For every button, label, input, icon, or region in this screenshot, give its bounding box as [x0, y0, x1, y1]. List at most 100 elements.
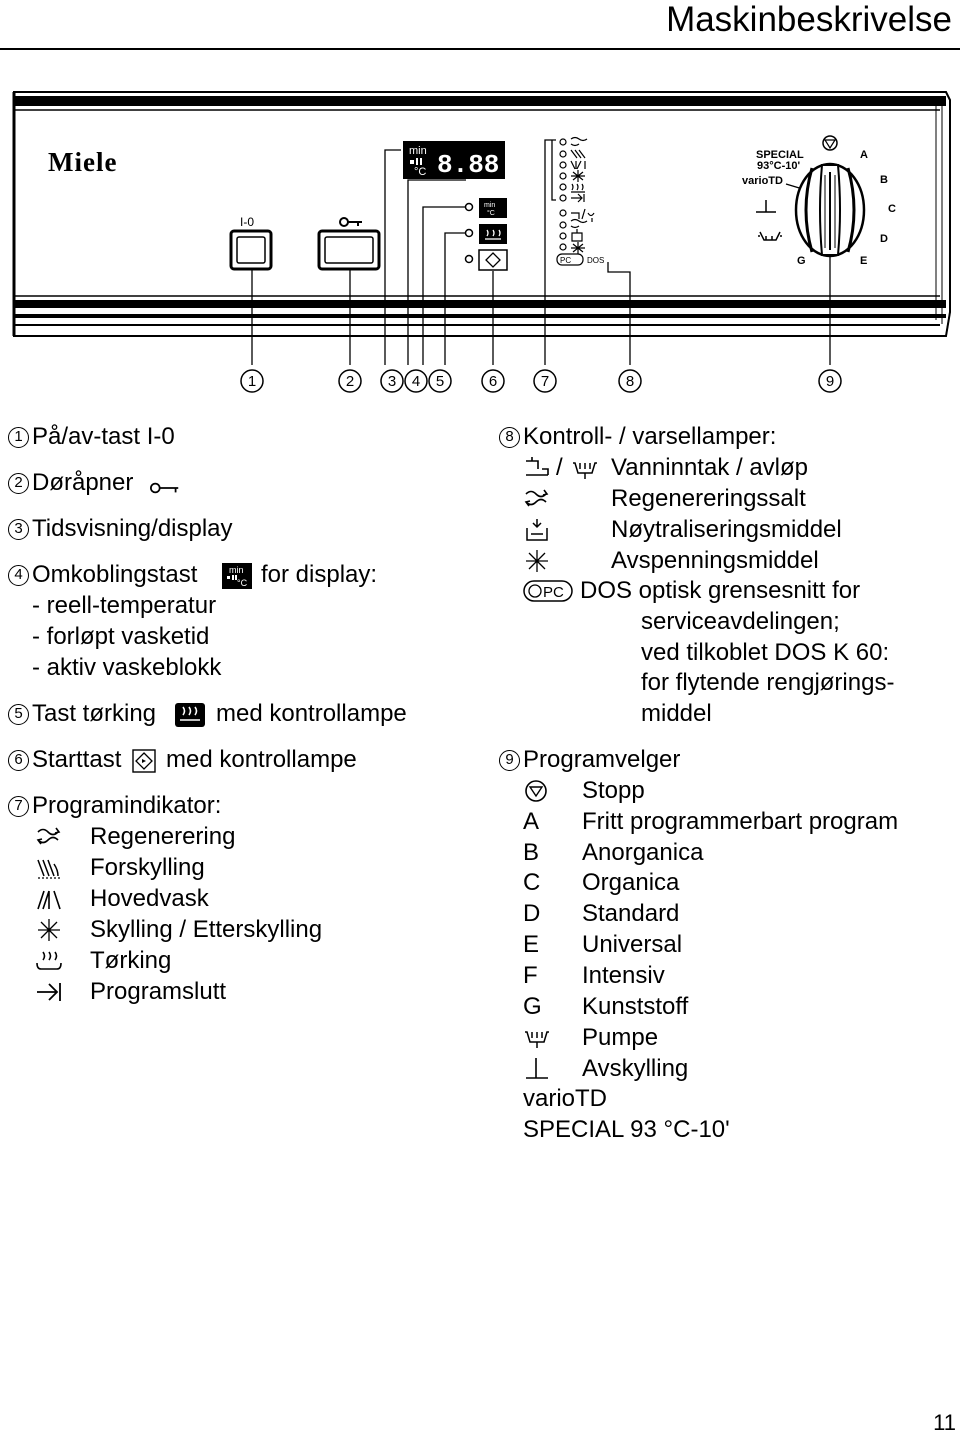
lamp-rinse-aid: Avspenningsmiddel: [611, 547, 819, 574]
svg-text:SPECIAL: SPECIAL: [756, 149, 804, 161]
key-icon: [150, 482, 179, 494]
svg-text:°C: °C: [414, 166, 426, 178]
item-drying-after: med kontrollampe: [216, 700, 407, 727]
lamp-neutralizer: Nøytraliseringsmiddel: [611, 516, 842, 543]
program-avskylling: Avskylling: [582, 1055, 689, 1082]
item-toggle: Omkoblingstast: [32, 561, 198, 588]
svg-text:PC: PC: [560, 256, 571, 265]
rinse-aid-icon: [526, 550, 548, 572]
program-pumpe: Pumpe: [582, 1024, 659, 1051]
program-a: Fritt programmerbart program: [582, 808, 899, 835]
program-key-c: C: [523, 869, 541, 896]
svg-text:°C: °C: [487, 209, 495, 217]
program-b: Anorganica: [582, 839, 704, 866]
header-rule: [0, 48, 960, 50]
display-toggle-button: [479, 198, 507, 218]
svg-text:C: C: [888, 203, 896, 215]
indicator-skylling: Skylling / Etterskylling: [90, 916, 323, 943]
variotd-label: varioTD: [523, 1085, 608, 1112]
miele-logo: Miele: [48, 147, 117, 177]
program-d: Standard: [582, 900, 680, 927]
prewash-icon: [37, 859, 60, 879]
svg-text:93°C-10': 93°C-10': [757, 160, 800, 172]
svg-text:min: min: [229, 565, 244, 575]
num-3: 3: [8, 519, 29, 540]
program-key-f: F: [523, 962, 538, 989]
svg-text:DOS: DOS: [587, 256, 604, 265]
item-program-indicator: Programindikator:: [32, 792, 222, 819]
slash-separator: /: [556, 454, 563, 481]
special-label: SPECIAL 93 °C-10': [523, 1116, 730, 1143]
svg-text:°C: °C: [237, 578, 248, 588]
cold-rinse-icon: [526, 1058, 548, 1079]
svg-text:E: E: [860, 255, 867, 267]
program-e: Universal: [582, 931, 683, 958]
drain-icon: [573, 462, 597, 479]
svg-text:varioTD: varioTD: [742, 175, 783, 187]
item-start: Starttast: [32, 746, 122, 773]
salt-icon: [524, 489, 549, 507]
drying-button: [479, 224, 507, 244]
num-1: 1: [8, 427, 29, 448]
start-button: [478, 249, 508, 271]
num-4: 4: [8, 565, 29, 586]
indicator-programslutt: Programslutt: [90, 978, 227, 1005]
mainwash-icon: [37, 890, 61, 910]
num-9: 9: [499, 750, 520, 771]
dos-cont-3: for flytende rengjørings-: [641, 669, 895, 696]
dos-line: DOS optisk grensesnitt for: [580, 577, 861, 604]
indicator-forskylling: Forskylling: [90, 854, 205, 881]
item-door: Døråpner: [32, 469, 134, 496]
svg-text:9: 9: [826, 373, 834, 390]
toggle-sub-3: - aktiv vaskeblokk: [32, 654, 222, 681]
indicator-torking: Tørking: [90, 947, 172, 974]
item-onoff: På/av-tast I-0: [32, 423, 175, 450]
num-6: 6: [8, 750, 29, 771]
onoff-button: [229, 229, 273, 271]
svg-text:8: 8: [626, 373, 634, 390]
program-key-e: E: [523, 931, 540, 958]
svg-text:G: G: [797, 255, 806, 267]
program-stopp: Stopp: [582, 777, 645, 804]
svg-text:6: 6: [489, 373, 497, 390]
program-key-a: A: [523, 808, 540, 835]
lamp-water: Vanninntak / avløp: [611, 454, 809, 481]
item-toggle-after: for display:: [261, 561, 378, 588]
svg-text:min: min: [484, 202, 495, 209]
neutralizer-icon: [526, 519, 548, 541]
regenerate-icon: [36, 827, 61, 845]
indicator-regenerering: Regenerering: [90, 823, 236, 850]
opc-icon: PC: [523, 580, 573, 602]
toggle-sub-1: - reell-temperatur: [32, 592, 217, 619]
rinse-icon: [38, 919, 60, 941]
item-start-after: med kontrollampe: [166, 746, 357, 773]
dos-cont-2: ved tilkoblet DOS K 60:: [641, 639, 890, 666]
dos-cont-1: serviceavdelingen;: [641, 608, 840, 635]
num-5: 5: [8, 704, 29, 725]
svg-text:I-0: I-0: [240, 215, 254, 229]
lamp-salt: Regenereringssalt: [611, 485, 806, 512]
item-display: Tidsvisning/display: [32, 515, 233, 542]
program-c: Organica: [582, 869, 680, 896]
svg-text:min: min: [409, 145, 427, 157]
program-key-g: G: [523, 993, 542, 1020]
page-header-title: Maskinbeskrivelse: [666, 0, 952, 39]
svg-text:D: D: [880, 233, 888, 245]
item-program-selector: Programvelger: [523, 746, 681, 773]
svg-text:7: 7: [541, 373, 549, 390]
svg-text:A: A: [860, 149, 868, 161]
item-warning-lamps: Kontroll- / varsellamper:: [523, 423, 777, 450]
indicator-hovedvask: Hovedvask: [90, 885, 209, 912]
end-icon: [37, 983, 61, 1001]
svg-text:4: 4: [412, 373, 420, 390]
svg-text:PC: PC: [543, 584, 564, 601]
program-f: Intensiv: [582, 962, 665, 989]
dos-cont-4: middel: [641, 700, 712, 727]
stop-icon: [525, 780, 547, 802]
toggle-sub-2: - forløpt vasketid: [32, 623, 210, 650]
program-key-d: D: [523, 900, 541, 927]
start-icon: [132, 749, 156, 773]
page-number: 11: [933, 1410, 956, 1435]
control-panel-illustration: Miele I-0 min °C 8.88 min °C: [12, 91, 951, 393]
num-8: 8: [499, 427, 520, 448]
